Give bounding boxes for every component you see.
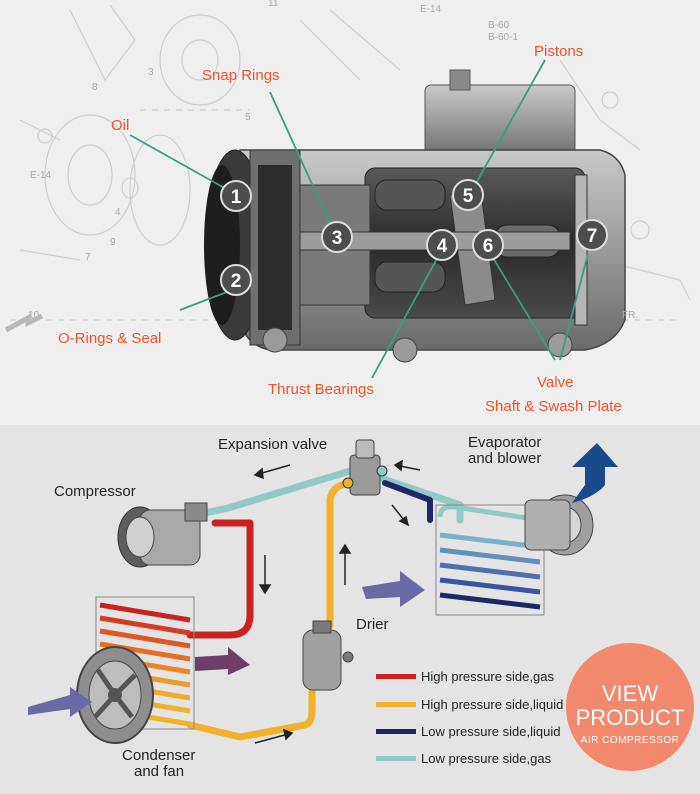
legend-swatch: [376, 728, 416, 734]
code-5: 3: [148, 67, 154, 78]
marker-2-text: 2: [231, 271, 242, 292]
compressor-unit-icon: [117, 502, 208, 568]
condenser-fan-icon: [76, 646, 154, 744]
label-evaporator: Evaporator: [468, 434, 542, 451]
evaporator-coil: [435, 504, 545, 616]
label-and-blower: and blower: [468, 450, 542, 467]
legend-label: Low pressure side,liquid: [421, 723, 561, 739]
legend-label: High pressure side,liquid: [421, 696, 564, 712]
code-0: E-14: [420, 4, 442, 15]
flow-arrows: [253, 459, 421, 744]
marker-7: 7: [576, 219, 608, 251]
label-expansion-valve: Expansion valve: [218, 436, 328, 453]
legend-item-low-liquid: Low pressure side,liquid: [376, 721, 560, 741]
legend-label: High pressure side,gas: [421, 668, 554, 684]
label-thrust-bearings: Thrust Bearings: [268, 381, 374, 398]
compressor-cutaway-panel: 1 2 3 4 5 6 7 E-14 B-60 B-60-1 8: [4, 0, 691, 415]
legend-item-high-liquid: High pressure side,liquid: [376, 694, 563, 714]
label-pistons: Pistons: [534, 43, 584, 60]
part-markers: 1 2 3 4 5 6 7: [220, 179, 608, 296]
legend-item-high-gas: High pressure side,gas: [376, 666, 554, 686]
label-oil: Oil: [111, 117, 130, 134]
marker-5-text: 5: [463, 186, 474, 207]
compressor-body: [204, 69, 626, 363]
code-8: 4: [115, 207, 121, 218]
label-o-rings-seal: O-Rings & Seal: [58, 330, 162, 347]
marker-1-text: 1: [231, 187, 242, 208]
code-11: FR.: [622, 310, 638, 321]
view-product-line2: PRODUCT: [575, 705, 685, 730]
code-4: 11: [268, 0, 279, 9]
legend-swatch: [376, 701, 416, 707]
background-technical-drawing: [10, 4, 691, 321]
air-out-arrow-icon: [195, 647, 250, 675]
legend-item-low-gas: Low pressure side,gas: [376, 748, 551, 768]
code-10: 10: [28, 310, 40, 321]
legend-swatch: [376, 673, 416, 679]
marker-3: 3: [321, 221, 353, 253]
code-1: B-60: [488, 20, 510, 31]
leader-lines: [129, 59, 589, 379]
code-6: 5: [245, 112, 251, 123]
label-and-fan: and fan: [134, 763, 185, 780]
legend-swatch: [376, 755, 416, 761]
code-3: 8: [92, 82, 98, 93]
fr-arrow-icon: [4, 313, 44, 333]
air-in-evaporator-arrow-icon: [362, 571, 425, 607]
drier-icon: [302, 620, 354, 691]
background-codes: E-14 B-60 B-60-1 8 11 3 5 7 4 9 10 FR. E…: [28, 0, 638, 321]
air-in-arrow-icon: [28, 687, 92, 717]
label-snap-rings: Snap Rings: [202, 67, 280, 84]
marker-6: 6: [472, 229, 504, 261]
marker-7-text: 7: [587, 226, 598, 247]
marker-5: 5: [452, 179, 484, 211]
label-drier: Drier: [356, 616, 389, 633]
label-condenser: Condenser: [122, 747, 196, 764]
label-compressor: Compressor: [54, 483, 136, 500]
code-9: 9: [110, 237, 116, 248]
code-2: B-60-1: [488, 32, 518, 43]
view-product-line1: VIEW: [601, 681, 659, 706]
marker-3-text: 3: [332, 228, 343, 249]
refrigerant-circuit-graphic: [28, 439, 618, 744]
legend-label: Low pressure side,gas: [421, 750, 552, 766]
air-out-blower-arrow-icon: [572, 443, 618, 503]
marker-4: 4: [426, 229, 458, 261]
code-7: 7: [85, 252, 91, 263]
marker-6-text: 6: [483, 236, 494, 257]
evaporator-blower-icon: [524, 494, 594, 556]
marker-1: 1: [220, 180, 252, 212]
label-shaft-swash-plate: Shaft & Swash Plate: [485, 398, 622, 415]
view-product-button[interactable]: VIEW PRODUCT AIR COMPRESSOR: [566, 643, 694, 771]
view-product-subtitle: AIR COMPRESSOR: [580, 735, 680, 746]
marker-2: 2: [220, 264, 252, 296]
compressor-cutaway-graphic: 1 2 3 4 5 6 7 E-14 B-60 B-60-1 8: [4, 0, 691, 379]
marker-4-text: 4: [437, 236, 448, 257]
expansion-valve-icon: [342, 439, 388, 496]
label-valve: Valve: [537, 374, 574, 391]
code-12: E-14: [30, 170, 52, 181]
